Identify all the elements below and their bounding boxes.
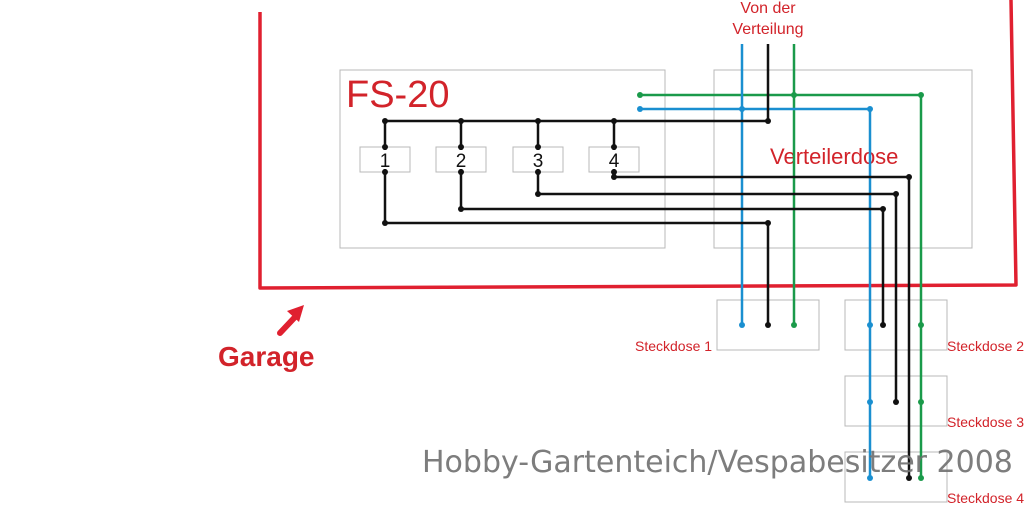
supply-label-line2: Verteilung — [732, 21, 803, 38]
junction-box — [713, 69, 973, 249]
channel-terminals: 1 2 3 4 — [359, 146, 640, 173]
channel-4-label: 4 — [609, 151, 620, 172]
garage-wall — [258, 0, 1018, 290]
junction-box-label: Verteilerdose — [770, 144, 898, 169]
supply-label-line1: Von der — [740, 0, 796, 17]
earth-wire — [640, 44, 923, 478]
phase-wire — [383, 44, 911, 478]
outlet-3-label: Steckdose 3 — [947, 414, 1024, 430]
outlet-4-box — [844, 451, 948, 503]
channel-2-label: 2 — [456, 151, 467, 172]
channel-3-label: 3 — [533, 151, 544, 172]
garage-arrow-icon — [277, 305, 304, 336]
garage-label: Garage — [218, 341, 315, 372]
watermark-text: Hobby-Gartenteich/Vespabesitzer 2008 — [422, 445, 1013, 480]
outlet-1-label: Steckdose 1 — [635, 338, 712, 354]
junction-dots — [382, 92, 924, 481]
channel-1-label: 1 — [380, 151, 391, 172]
fs20-module-label: FS-20 — [346, 74, 449, 116]
fs20-module-box — [339, 69, 666, 249]
outlet-4-label: Steckdose 4 — [947, 490, 1024, 505]
outlet-2-label: Steckdose 2 — [947, 338, 1024, 354]
neutral-wire — [640, 44, 872, 478]
